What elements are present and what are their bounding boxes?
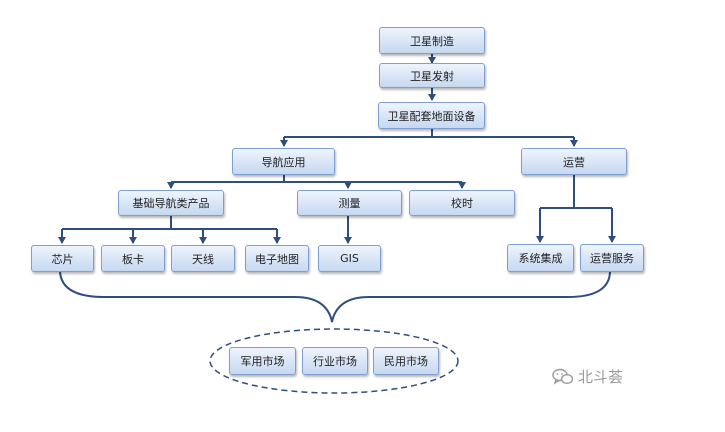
connector-equipment-branch bbox=[284, 128, 574, 138]
node-ground-equipment: 卫星配套地面设备 bbox=[378, 102, 485, 129]
connector-basic-branch bbox=[62, 215, 277, 230]
node-electronic-map: 电子地图 bbox=[245, 245, 309, 272]
node-basic-navigation-products: 基础导航类产品 bbox=[118, 190, 224, 216]
node-satellite-manufacturing: 卫星制造 bbox=[379, 27, 485, 54]
market-group-ellipse bbox=[209, 328, 459, 394]
node-navigation-application: 导航应用 bbox=[232, 148, 335, 175]
node-chip: 芯片 bbox=[31, 245, 94, 272]
node-operation-service: 运营服务 bbox=[580, 244, 644, 272]
node-system-integration: 系统集成 bbox=[507, 244, 574, 272]
watermark: 北斗荟 bbox=[552, 366, 623, 387]
node-military-market: 军用市场 bbox=[229, 347, 296, 375]
node-antenna: 天线 bbox=[171, 245, 235, 272]
node-timing: 校时 bbox=[409, 190, 515, 216]
node-satellite-launch: 卫星发射 bbox=[379, 63, 485, 88]
node-civil-market: 民用市场 bbox=[373, 347, 439, 375]
connector-navigation-branch bbox=[171, 174, 462, 183]
market-brace bbox=[59, 271, 611, 323]
node-operation: 运营 bbox=[521, 148, 627, 175]
node-industry-market: 行业市场 bbox=[302, 347, 368, 375]
node-surveying: 测量 bbox=[297, 190, 402, 216]
node-board: 板卡 bbox=[101, 245, 165, 272]
watermark-text: 北斗荟 bbox=[578, 368, 624, 386]
wechat-icon bbox=[552, 368, 574, 385]
node-gis: GIS bbox=[318, 245, 381, 272]
connector-operation-branch bbox=[540, 174, 612, 209]
